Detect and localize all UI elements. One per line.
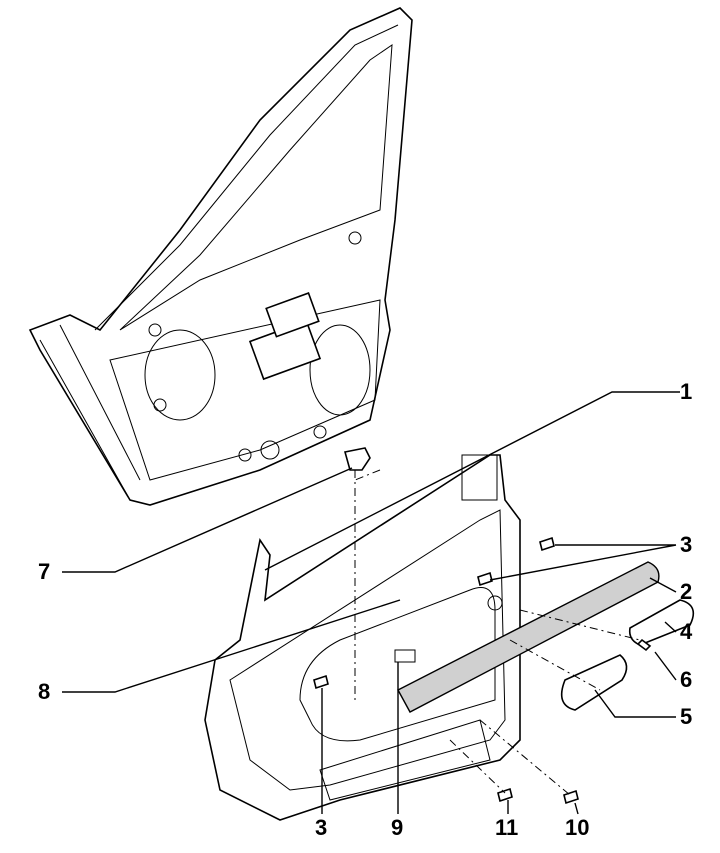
- callout-9: 9: [391, 815, 404, 840]
- handle-cover-part-5: [560, 654, 628, 711]
- callout-7: 7: [38, 559, 51, 584]
- screw-part-3-lower: [313, 674, 329, 690]
- callout-5: 5: [680, 704, 693, 729]
- screw-part-3-upper: [539, 536, 555, 552]
- handle-part-4: [628, 599, 695, 646]
- callout-11: 11: [495, 815, 519, 840]
- callout-8: 8: [38, 679, 51, 704]
- callout-3-bottom: 3: [315, 815, 328, 840]
- callout-1: 1: [680, 379, 693, 404]
- screw-part-6: [636, 638, 652, 652]
- screw-part-3-middle: [477, 571, 493, 587]
- door-trim-panel: [204, 454, 521, 821]
- callout-2: 2: [680, 579, 693, 604]
- callout-3-right: 3: [680, 532, 693, 557]
- leader-lines: [62, 391, 680, 815]
- screw-part-10: [563, 789, 579, 805]
- clip-part-7: [343, 447, 371, 471]
- callout-10: 10: [565, 815, 590, 840]
- screw-part-11: [497, 787, 513, 803]
- callout-6: 6: [680, 667, 693, 692]
- callout-4: 4: [680, 619, 693, 644]
- door-frame: [28, 7, 413, 506]
